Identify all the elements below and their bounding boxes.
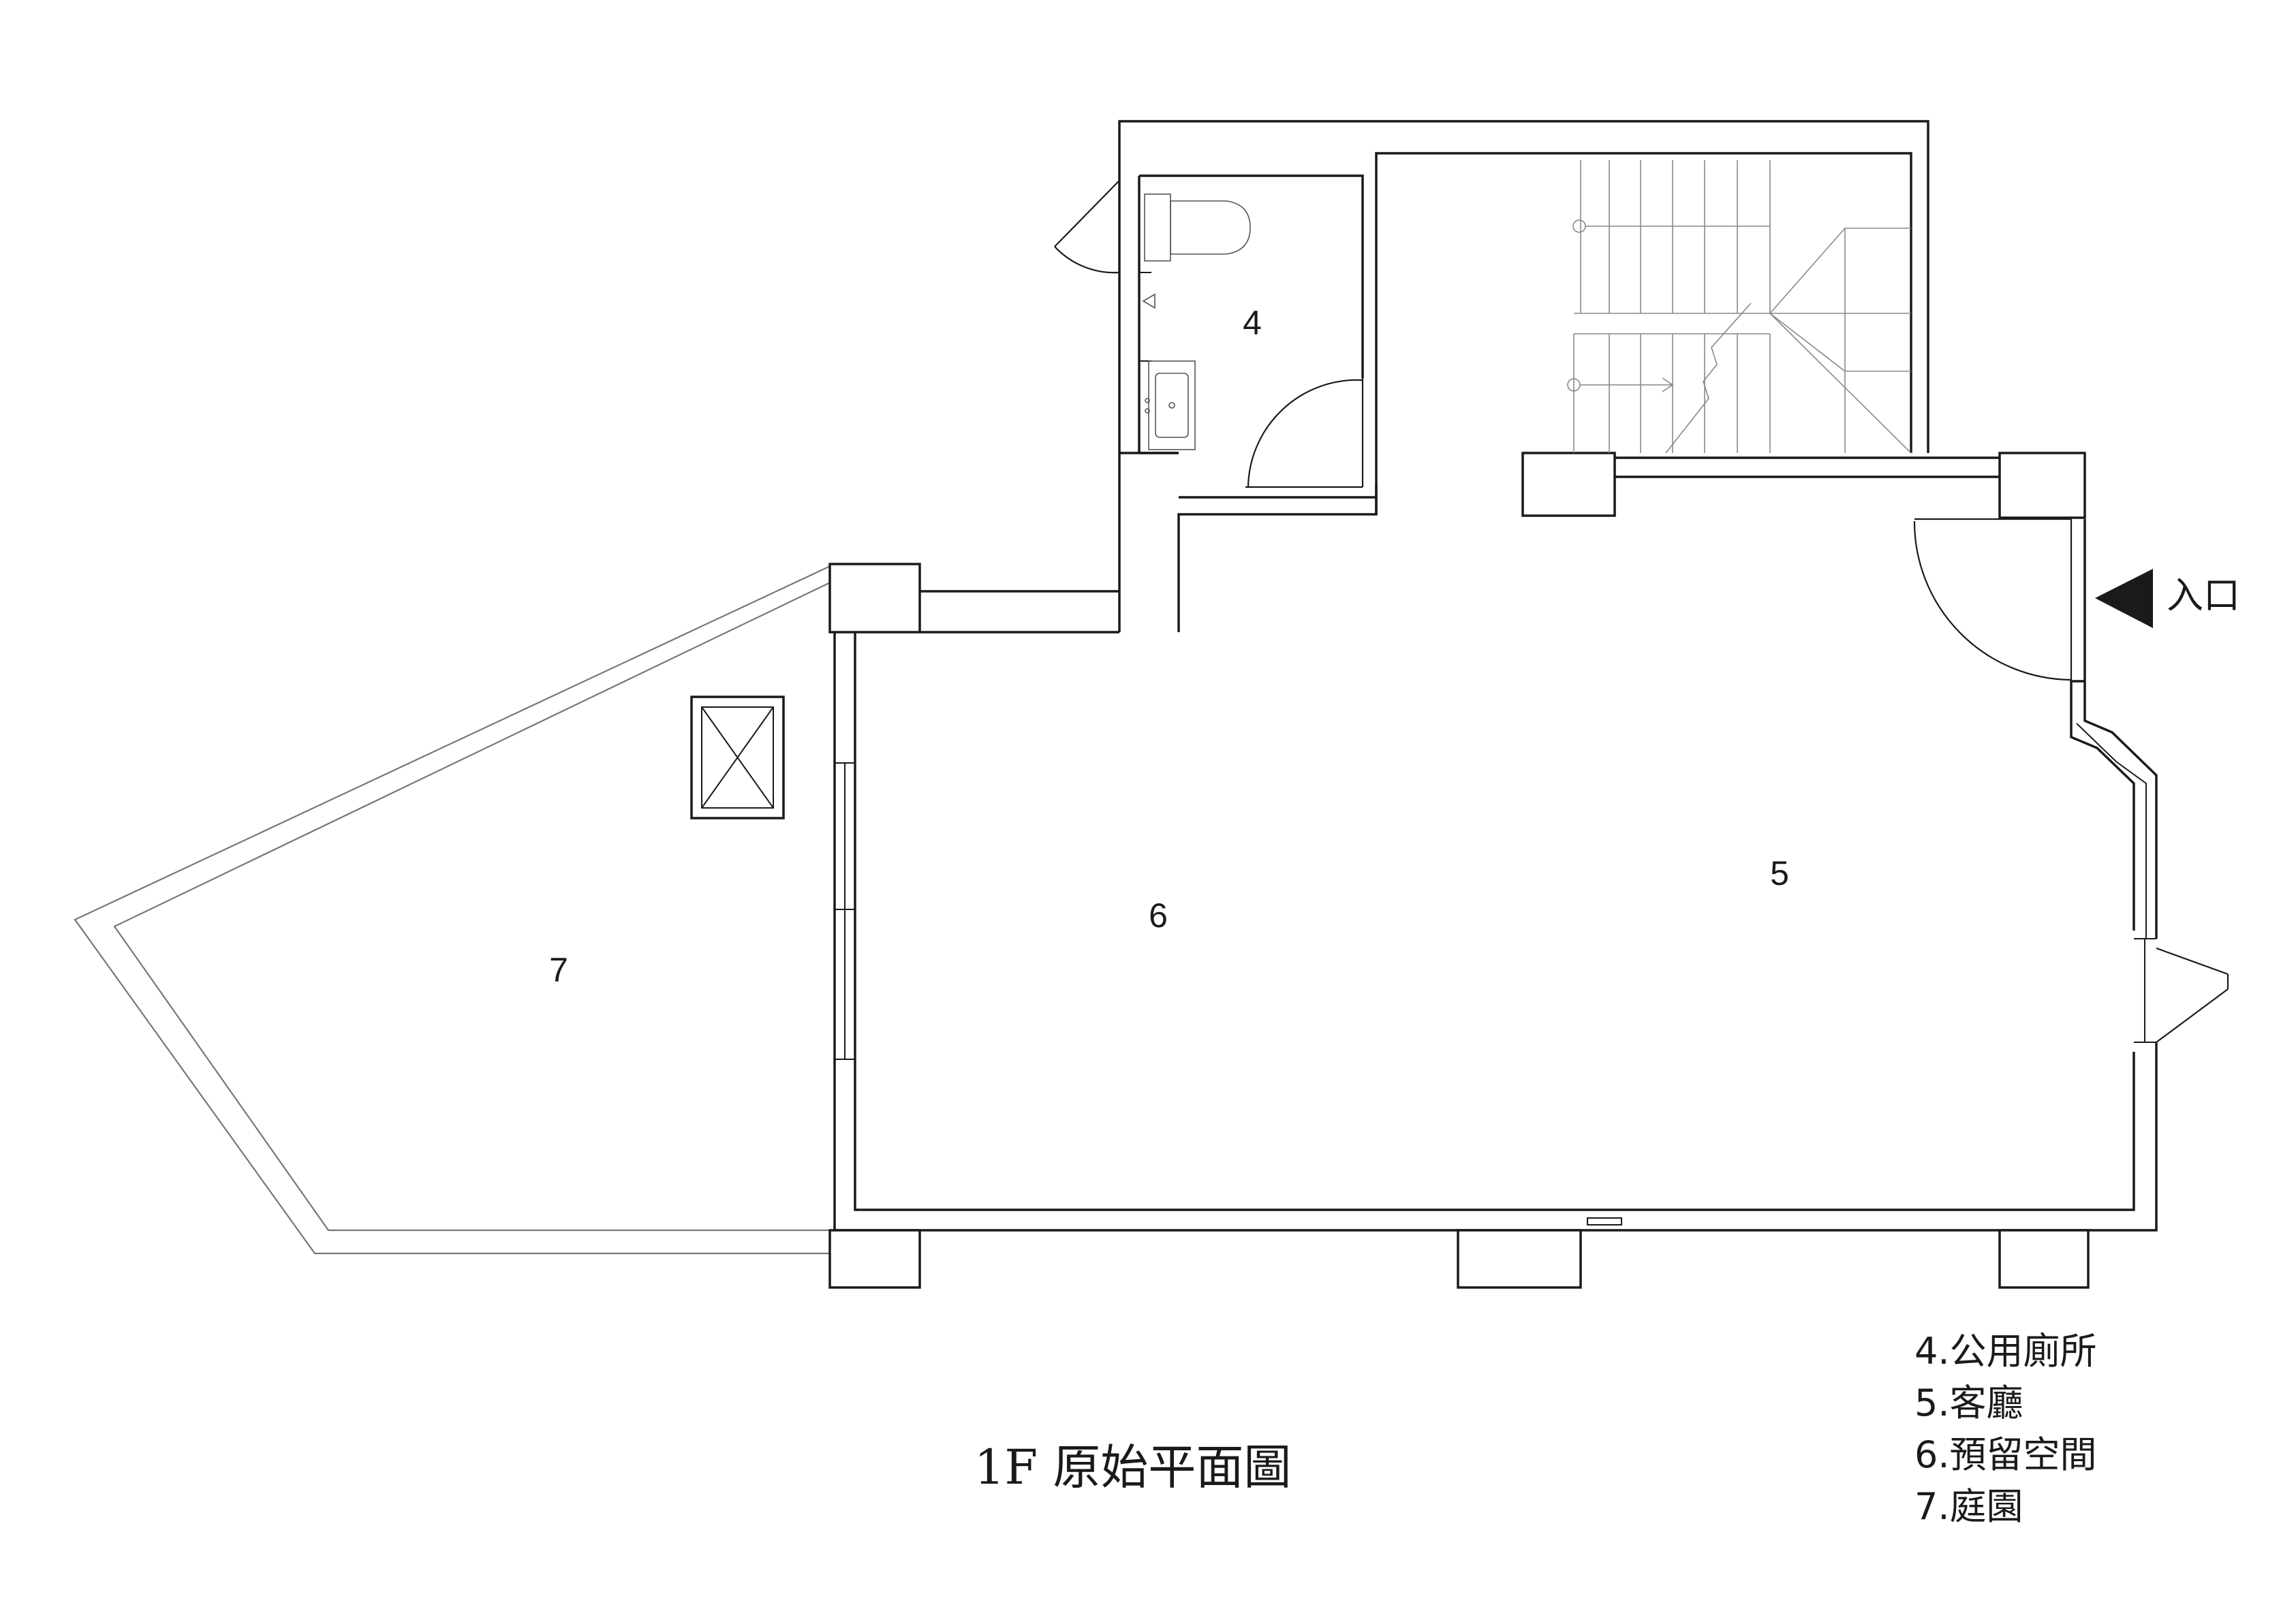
room-number-7: 7 xyxy=(549,951,568,989)
toilet-door-icon xyxy=(1245,378,1364,488)
garden-outline xyxy=(74,563,836,1255)
room-number-6: 6 xyxy=(1149,896,1168,935)
staircase xyxy=(1567,160,1912,454)
entrance-arrow-icon xyxy=(2095,569,2153,628)
plan-title: 1F 原始平面圖 xyxy=(974,1439,1292,1495)
toilet-fixture-icon xyxy=(1144,193,1251,262)
sink-fixture-icon xyxy=(1145,360,1196,450)
floor-drain-icon xyxy=(1142,293,1155,309)
entrance-label: 入口 xyxy=(2167,574,2240,617)
side-door-icon xyxy=(2156,947,2229,1043)
toilet-exterior-door-icon xyxy=(1054,180,1120,274)
legend-item-5: 5.客廳 xyxy=(1914,1381,2023,1424)
pillars xyxy=(828,452,2090,1289)
room-legend: 4.公用廁所 5.客廳 6.預留空間 7.庭園 xyxy=(1914,1326,2097,1533)
legend-item-7: 7.庭園 xyxy=(1914,1485,2023,1528)
main-hall-walls xyxy=(833,456,2158,1232)
legend-item-6: 6.預留空間 xyxy=(1914,1433,2097,1476)
entrance-door-icon xyxy=(1913,518,2086,681)
skylight-box xyxy=(690,696,785,819)
room-number-4: 4 xyxy=(1243,304,1262,342)
room-number-5: 5 xyxy=(1770,854,1789,892)
legend-item-4: 4.公用廁所 xyxy=(1914,1330,2097,1373)
toilet-walls xyxy=(1118,120,1929,632)
